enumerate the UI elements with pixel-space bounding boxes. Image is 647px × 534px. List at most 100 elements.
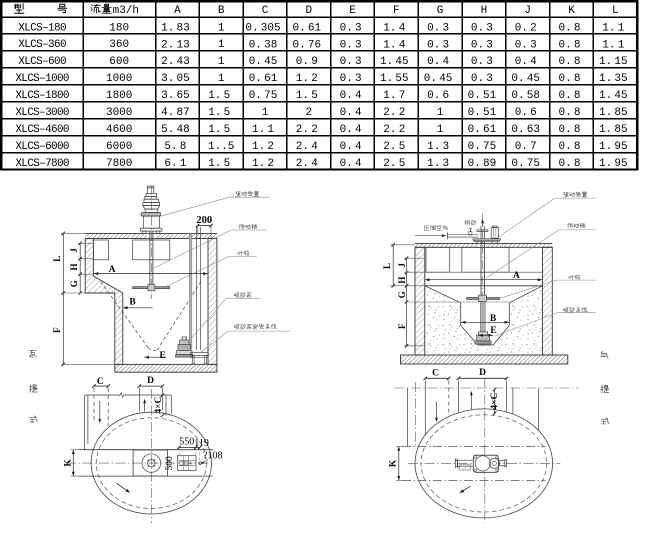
svg-text:2.4: 2.4	[296, 141, 318, 153]
svg-text:XLCS–3000: XLCS–3000	[15, 107, 69, 119]
svg-text:H: H	[397, 277, 407, 284]
svg-text:0.8: 0.8	[558, 90, 580, 102]
svg-text:2.5: 2.5	[383, 141, 405, 153]
svg-text:2.5: 2.5	[383, 158, 405, 170]
svg-text:2.2: 2.2	[383, 107, 405, 119]
svg-text:XLCS–360: XLCS–360	[18, 39, 66, 51]
svg-text:1: 1	[262, 107, 269, 119]
svg-text:B: B	[218, 5, 225, 17]
svg-text:F: F	[397, 323, 407, 329]
svg-text:2.4: 2.4	[296, 158, 318, 170]
svg-text:1.1: 1.1	[252, 124, 274, 136]
svg-text:119: 119	[194, 438, 209, 449]
svg-text:F: F	[393, 5, 400, 17]
svg-text:0.6: 0.6	[427, 90, 449, 102]
svg-text:200: 200	[196, 215, 212, 226]
svg-text:1.5: 1.5	[208, 90, 230, 102]
svg-text:0.3: 0.3	[427, 22, 449, 34]
svg-text:XLCS–1000: XLCS–1000	[15, 73, 69, 85]
svg-text:K: K	[568, 5, 575, 17]
svg-text:0.61: 0.61	[292, 22, 321, 34]
svg-text:1: 1	[218, 22, 225, 34]
svg-text:1.4: 1.4	[383, 22, 405, 34]
svg-text:2.2: 2.2	[296, 124, 318, 136]
svg-text:1..5: 1..5	[208, 141, 234, 153]
svg-text:0.8: 0.8	[558, 158, 580, 170]
svg-text:0.51: 0.51	[468, 90, 497, 102]
svg-text:0.8: 0.8	[558, 39, 580, 51]
svg-text:1.5: 1.5	[208, 124, 230, 136]
svg-text:K: K	[388, 459, 398, 467]
svg-text:1.5: 1.5	[208, 107, 230, 119]
svg-text:0.4: 0.4	[340, 141, 362, 153]
svg-text:0.2: 0.2	[515, 22, 537, 34]
svg-text:F: F	[53, 327, 63, 333]
svg-text:0.61: 0.61	[468, 124, 497, 136]
svg-text:XLCS–6000: XLCS–6000	[15, 141, 69, 153]
svg-text:0.3: 0.3	[471, 73, 493, 85]
svg-text:600: 600	[109, 56, 129, 68]
svg-text:0.3: 0.3	[471, 39, 493, 51]
svg-text:0.8: 0.8	[558, 73, 580, 85]
svg-text:C: C	[97, 377, 104, 387]
svg-text:E: E	[160, 351, 166, 361]
svg-text:0.6: 0.6	[515, 107, 537, 119]
svg-text:1: 1	[437, 107, 444, 119]
svg-text:XLCS–180: XLCS–180	[18, 22, 66, 34]
svg-text:1.2: 1.2	[296, 73, 318, 85]
svg-text:1000: 1000	[106, 73, 132, 85]
svg-text:1.5: 1.5	[208, 158, 230, 170]
svg-text:D: D	[305, 5, 312, 17]
svg-text:2: 2	[305, 107, 312, 119]
svg-text:1.1: 1.1	[602, 22, 624, 34]
svg-text:1.4: 1.4	[383, 39, 405, 51]
svg-text:D: D	[479, 368, 486, 378]
svg-text:A: A	[513, 271, 520, 281]
svg-text:0.3: 0.3	[515, 39, 537, 51]
svg-text:0.4: 0.4	[340, 158, 362, 170]
svg-text:0.45: 0.45	[511, 73, 540, 85]
svg-text:1: 1	[218, 39, 225, 51]
svg-text:0.8: 0.8	[558, 124, 580, 136]
svg-text:0.305: 0.305	[245, 22, 280, 34]
svg-text:G: G	[397, 291, 407, 298]
svg-text:0.4: 0.4	[340, 107, 362, 119]
svg-text:0.3: 0.3	[340, 22, 362, 34]
svg-text:J: J	[524, 5, 531, 17]
svg-text:0.61: 0.61	[249, 73, 278, 85]
svg-text:0.8: 0.8	[558, 141, 580, 153]
svg-text:E: E	[349, 5, 356, 17]
svg-text:J: J	[69, 248, 79, 253]
svg-text:K: K	[64, 459, 74, 467]
svg-text:B: B	[490, 314, 497, 324]
svg-text:2.2: 2.2	[383, 124, 405, 136]
svg-text:XLCS–1800: XLCS–1800	[15, 90, 69, 102]
svg-text:4600: 4600	[106, 124, 132, 136]
svg-text:6.1: 6.1	[164, 158, 186, 170]
svg-text:?108: ?108	[203, 450, 222, 461]
svg-text:H: H	[481, 5, 488, 17]
svg-text:1.3: 1.3	[427, 158, 449, 170]
svg-text:G: G	[69, 280, 79, 287]
svg-text:6000: 6000	[106, 141, 132, 153]
svg-text:XLCS–600: XLCS–600	[18, 56, 66, 68]
svg-text:3000: 3000	[106, 107, 132, 119]
svg-text:0.3: 0.3	[471, 22, 493, 34]
svg-text:1: 1	[218, 73, 225, 85]
svg-text:0.4: 0.4	[340, 90, 362, 102]
svg-text:J: J	[397, 263, 407, 268]
svg-text:A: A	[174, 5, 181, 17]
svg-text:L: L	[53, 256, 63, 262]
svg-text:0.3: 0.3	[427, 39, 449, 51]
svg-text:1.2: 1.2	[252, 141, 274, 153]
svg-text:0.3: 0.3	[340, 39, 362, 51]
svg-text:1800: 1800	[106, 90, 132, 102]
svg-text:XLCS–7800: XLCS–7800	[15, 158, 69, 170]
svg-text:0.9: 0.9	[296, 56, 318, 68]
svg-text:1.5: 1.5	[296, 90, 318, 102]
svg-text:0.3: 0.3	[471, 56, 493, 68]
svg-text:550: 550	[179, 436, 194, 447]
svg-text:1.7: 1.7	[383, 90, 405, 102]
svg-text:0.8: 0.8	[558, 22, 580, 34]
svg-text:1: 1	[437, 124, 444, 136]
